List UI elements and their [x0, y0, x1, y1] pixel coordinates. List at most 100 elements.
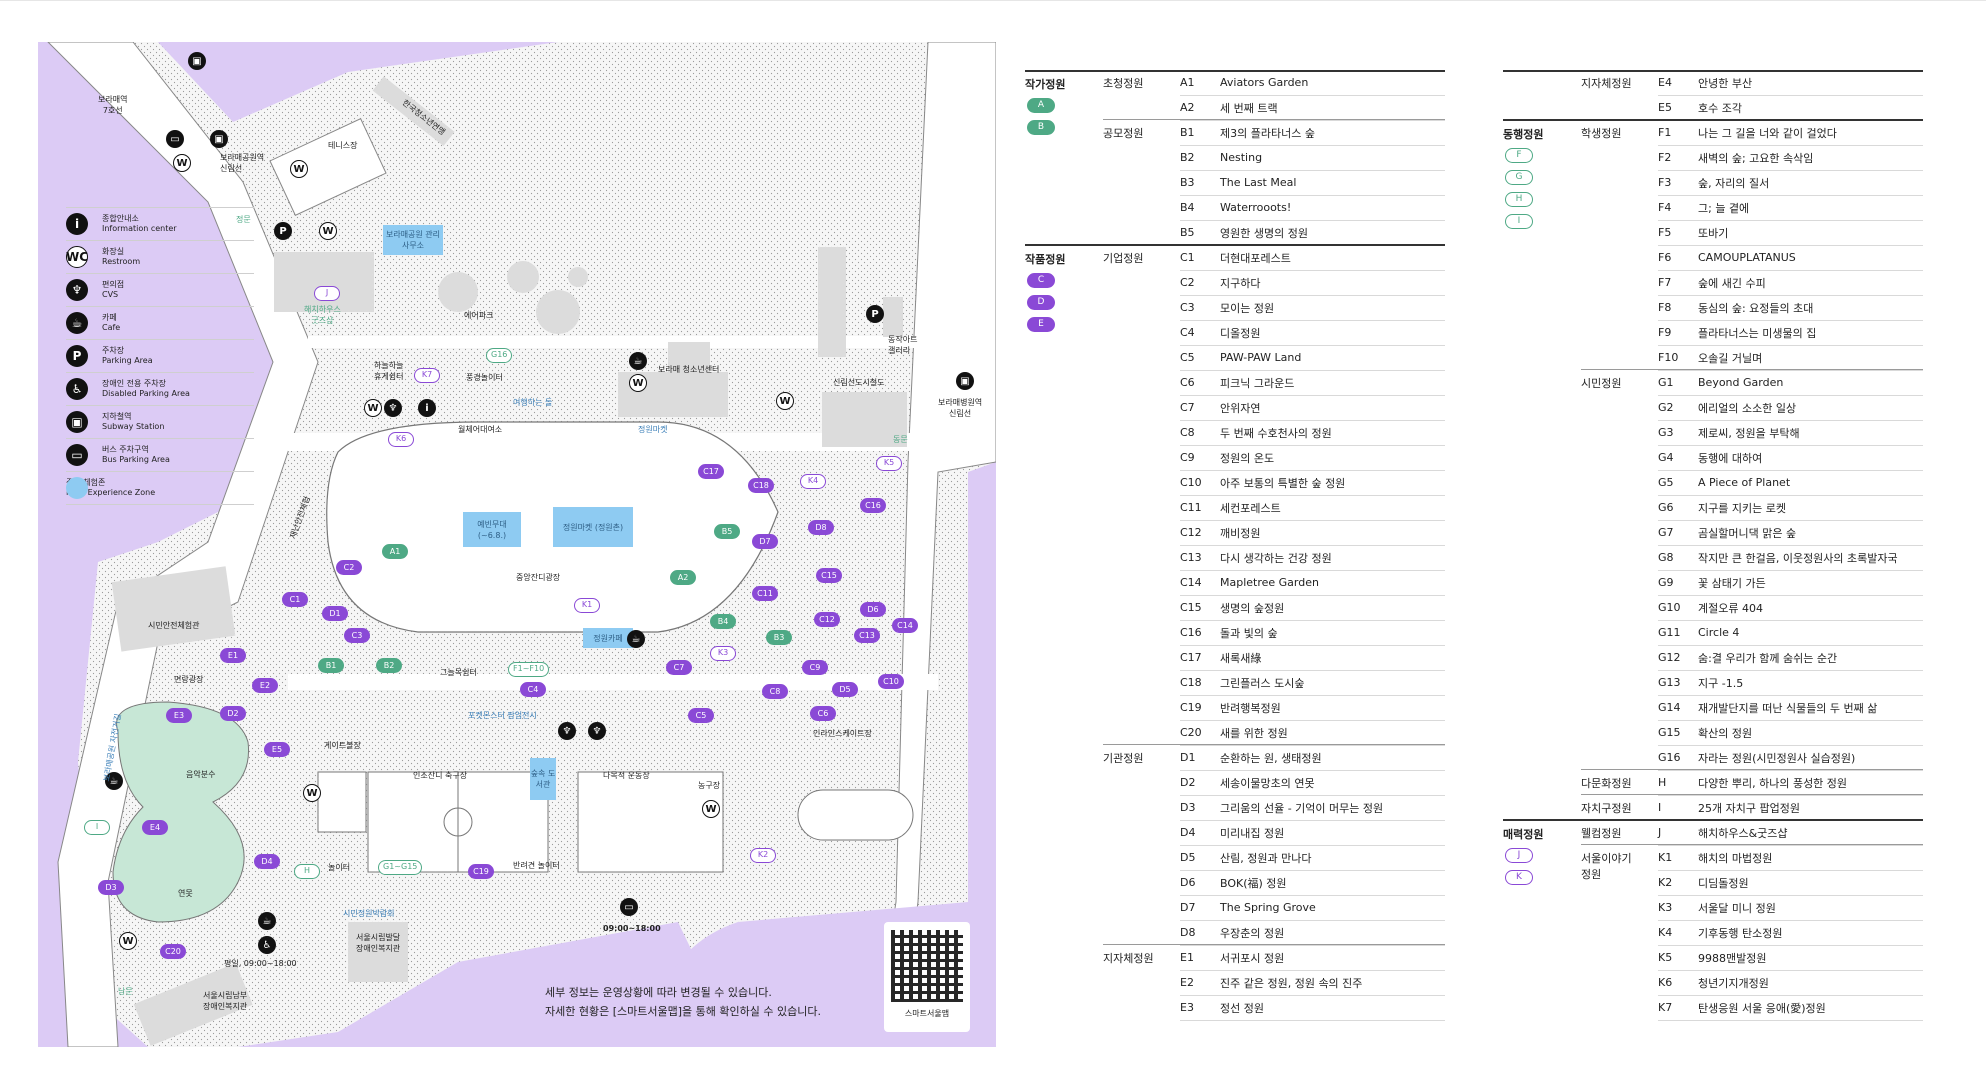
map-tag-B5[interactable]: B5: [714, 524, 740, 539]
map-tag-C6[interactable]: C6: [810, 706, 836, 721]
parking-icon[interactable]: P: [866, 305, 884, 323]
category-pill[interactable]: A: [1027, 98, 1055, 113]
map-tag-D8[interactable]: D8: [808, 520, 834, 535]
map-tag-K5[interactable]: K5: [876, 456, 902, 471]
cvs-icon[interactable]: ♆: [384, 399, 402, 417]
garden-name: 제로씨, 정원을 부탁해: [1698, 426, 1800, 440]
management-office[interactable]: 보라매공원 관리사무소: [383, 225, 443, 255]
map-tag-B3[interactable]: B3: [766, 630, 792, 645]
category-pill[interactable]: B: [1027, 120, 1055, 135]
restroom-icon[interactable]: W: [319, 222, 337, 240]
restroom-icon[interactable]: W: [290, 160, 308, 178]
map-tag-I[interactable]: I: [84, 820, 110, 835]
map-tag-C20[interactable]: C20: [160, 944, 186, 959]
map-tag-C19[interactable]: C19: [468, 864, 494, 879]
map-tag-K6[interactable]: K6: [388, 432, 414, 447]
map-tag-E4[interactable]: E4: [142, 820, 168, 835]
map-tag-E1[interactable]: E1: [220, 648, 246, 663]
map-tag-C3[interactable]: C3: [344, 628, 370, 643]
garden-code: G2: [1658, 401, 1674, 414]
map-tag-D4[interactable]: D4: [254, 854, 280, 869]
restroom-icon[interactable]: W: [173, 154, 191, 172]
map-tag-K3[interactable]: K3: [710, 646, 736, 661]
map-tag-K4[interactable]: K4: [800, 474, 826, 489]
restroom-icon[interactable]: W: [629, 374, 647, 392]
map-tag-D3[interactable]: D3: [98, 880, 124, 895]
map-tag-F1-F10[interactable]: F1~F10: [508, 662, 550, 677]
category-pill[interactable]: H: [1505, 192, 1533, 207]
map-tag-C13[interactable]: C13: [854, 628, 880, 643]
map-tag-C10[interactable]: C10: [878, 674, 904, 689]
map-tag-C12[interactable]: C12: [814, 612, 840, 627]
garden-market[interactable]: 정원마켓 (정원촌): [553, 507, 633, 547]
map-tag-K1[interactable]: K1: [574, 598, 600, 613]
map-tag-D1[interactable]: D1: [322, 606, 348, 621]
map-tag-C2[interactable]: C2: [336, 560, 362, 575]
map-tag-J[interactable]: J: [314, 286, 340, 301]
map-tag-H[interactable]: H: [294, 864, 320, 879]
map-tag-D5[interactable]: D5: [832, 682, 858, 697]
category-pill[interactable]: J: [1505, 848, 1533, 863]
qr-code-icon[interactable]: [891, 930, 963, 1002]
map-tag-K2[interactable]: K2: [750, 848, 776, 863]
subway-icon[interactable]: ▣: [188, 52, 206, 70]
category-pill[interactable]: D: [1027, 295, 1055, 310]
category-pill[interactable]: I: [1505, 214, 1533, 229]
map-tag-E2[interactable]: E2: [252, 678, 278, 693]
restroom-icon[interactable]: W: [776, 392, 794, 410]
cafe-icon[interactable]: ☕: [629, 352, 647, 370]
map-tag-C15[interactable]: C15: [816, 568, 842, 583]
parking-icon[interactable]: P: [274, 222, 292, 240]
cvs-icon[interactable]: ♆: [588, 722, 606, 740]
cafe-icon[interactable]: ☕: [258, 912, 276, 930]
map-tag-G16[interactable]: G16: [486, 348, 513, 363]
category-pill[interactable]: C: [1027, 273, 1055, 288]
map-tag-D6[interactable]: D6: [860, 602, 886, 617]
cafe-icon[interactable]: ☕: [627, 630, 645, 648]
map-tag-B1[interactable]: B1: [318, 658, 344, 673]
restroom-icon[interactable]: W: [303, 784, 321, 802]
map-tag-B4[interactable]: B4: [710, 614, 736, 629]
map-tag-C11[interactable]: C11: [752, 586, 778, 601]
map-tag-D7[interactable]: D7: [752, 534, 778, 549]
subway-icon[interactable]: ▣: [956, 372, 974, 390]
cvs-icon[interactable]: ♆: [558, 722, 576, 740]
map-tag-G1-G15[interactable]: G1~G15: [378, 860, 423, 875]
category-pill[interactable]: K: [1505, 870, 1533, 885]
preview-stage[interactable]: 예빈무대 (~6.8.): [463, 512, 521, 547]
map-tag-C5[interactable]: C5: [688, 708, 714, 723]
disabled-parking-icon[interactable]: ♿: [258, 936, 276, 954]
restroom-icon[interactable]: W: [119, 932, 137, 950]
bus-icon[interactable]: ▭: [166, 130, 184, 148]
bus-icon[interactable]: ▭: [620, 898, 638, 916]
garden-cafe[interactable]: 정원카페: [583, 628, 633, 648]
map-tag-C16[interactable]: C16: [860, 498, 886, 513]
restroom-icon[interactable]: W: [364, 399, 382, 417]
info-icon[interactable]: i: [418, 399, 436, 417]
map-tag-C8[interactable]: C8: [762, 684, 788, 699]
map-tag-C4[interactable]: C4: [520, 682, 546, 697]
map-tag-K7[interactable]: K7: [414, 368, 440, 383]
map-tag-B2[interactable]: B2: [376, 658, 402, 673]
restroom-icon[interactable]: W: [702, 800, 720, 818]
map-tag-C14[interactable]: C14: [892, 618, 918, 633]
map-tag-C17[interactable]: C17: [698, 464, 724, 479]
forest-library[interactable]: 숲속 도서관: [530, 758, 556, 800]
map-tag-C1[interactable]: C1: [282, 592, 308, 607]
category-pill[interactable]: F: [1505, 148, 1533, 163]
map-tag-A1[interactable]: A1: [382, 544, 408, 559]
map-tag-D2[interactable]: D2: [220, 706, 246, 721]
map-tag-E3[interactable]: E3: [166, 708, 192, 723]
map-tag-C7[interactable]: C7: [666, 660, 692, 675]
map-tag-C9[interactable]: C9: [802, 660, 828, 675]
map-tag-E5[interactable]: E5: [264, 742, 290, 757]
cafe-icon[interactable]: ☕: [105, 772, 123, 790]
category-pill[interactable]: G: [1505, 170, 1533, 185]
category-pill[interactable]: E: [1027, 317, 1055, 332]
map-tag-A2[interactable]: A2: [670, 570, 696, 585]
subway-icon[interactable]: ▣: [210, 130, 228, 148]
map-tag-C18[interactable]: C18: [748, 478, 774, 493]
